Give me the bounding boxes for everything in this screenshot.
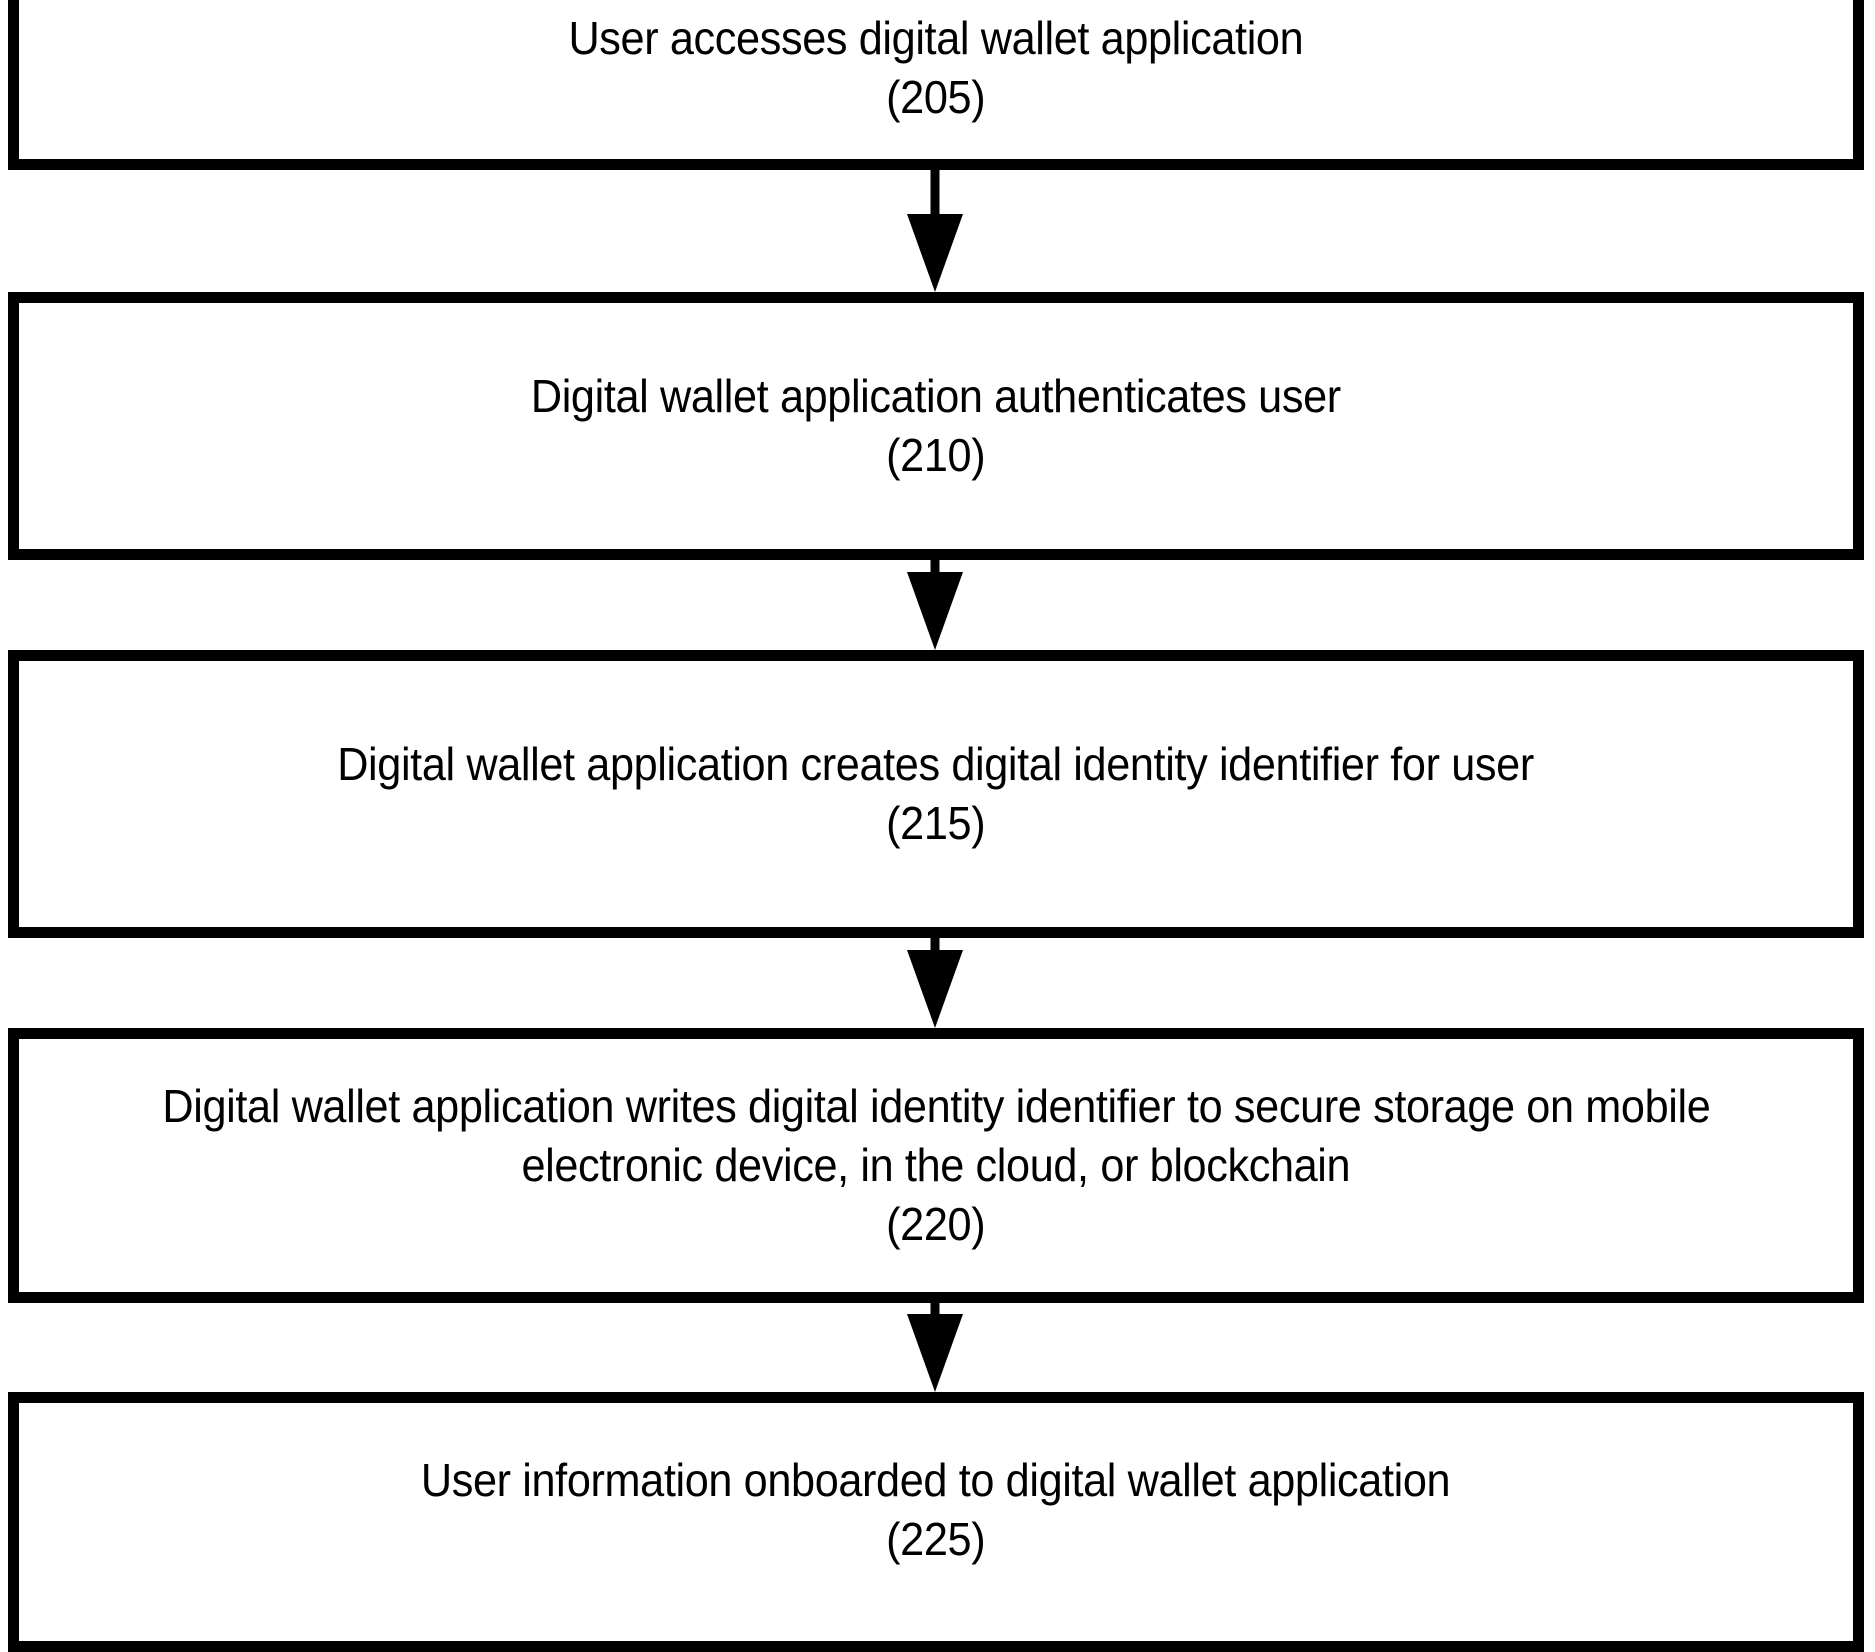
connector-arrow-215-to-220 [895,938,975,1028]
process-box-225[interactable]: User information onboarded to digital wa… [8,1392,1864,1652]
process-box-210-label: Digital wallet application authenticates… [531,370,1341,423]
connector-arrow-220-to-225 [895,1303,975,1392]
process-box-225-label: User information onboarded to digital wa… [421,1454,1451,1506]
process-box-215-label: Digital wallet application creates digit… [337,738,1535,791]
process-box-220-content: Digital wallet application writes digita… [113,1077,1760,1254]
connector-arrow-210-to-215 [895,560,975,650]
arrow-shaft [930,168,940,218]
process-box-220-label-line1: Digital wallet application writes digita… [161,1080,1711,1133]
process-box-205-label: User accesses digital wallet application [568,12,1304,64]
process-box-215[interactable]: Digital wallet application creates digit… [8,650,1864,938]
process-box-215-reference: (215) [886,797,986,849]
process-box-205-content: User accesses digital wallet application… [545,9,1327,127]
process-box-220[interactable]: Digital wallet application writes digita… [8,1028,1864,1303]
process-box-225-content: User information onboarded to digital wa… [388,1451,1483,1569]
process-box-225-reference: (225) [886,1512,986,1565]
flowchart-canvas: User accesses digital wallet application… [8,0,1864,1652]
connector-arrow-205-to-210 [895,168,975,292]
arrow-head-icon [907,572,963,650]
process-box-220-reference: (220) [886,1197,986,1250]
process-box-215-content: Digital wallet application creates digit… [299,735,1572,853]
arrow-head-icon [907,1314,963,1392]
arrow-head-icon [907,950,963,1028]
process-box-220-label-line2: electronic device, in the cloud, or bloc… [521,1139,1351,1192]
process-box-210-content: Digital wallet application authenticates… [505,367,1367,485]
process-box-210[interactable]: Digital wallet application authenticates… [8,292,1864,560]
process-box-205[interactable]: User accesses digital wallet application… [8,0,1864,170]
process-box-210-reference: (210) [886,429,986,481]
process-box-205-reference: (205) [886,70,986,123]
arrow-head-icon [907,214,963,292]
